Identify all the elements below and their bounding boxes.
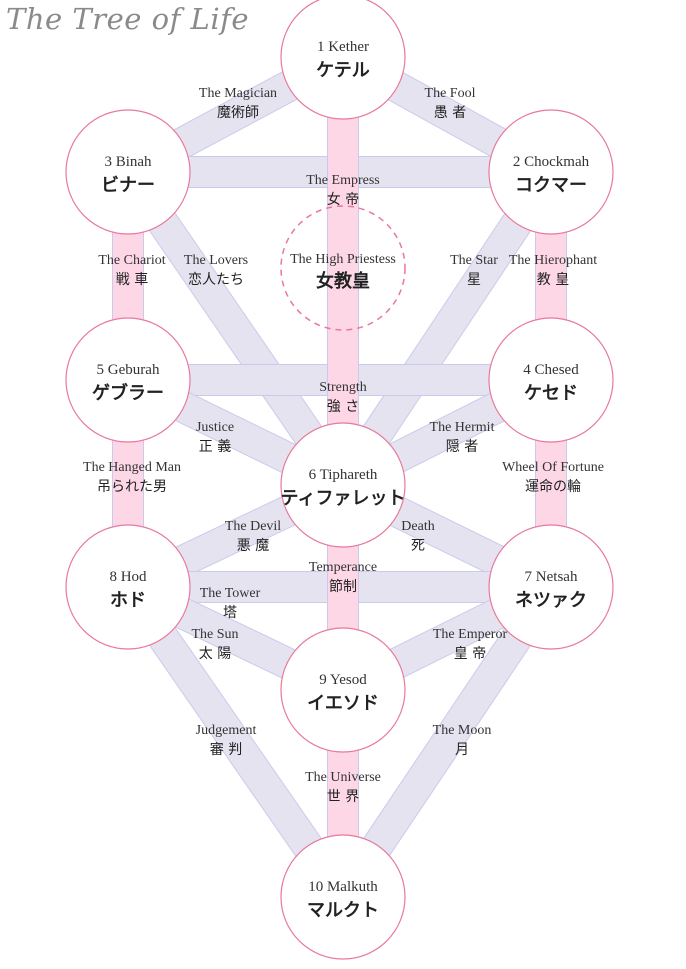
sephirah-jp-chockmah: コクマー xyxy=(515,175,587,196)
path-jp-label-the-emperor: 皇 帝 xyxy=(454,646,486,662)
path-card-label-the-high-priestess: The High Priestess xyxy=(290,252,396,267)
path-the-star xyxy=(330,163,564,494)
sephirah-circle-netsah xyxy=(488,524,614,650)
path-jp-label-the-devil: 悪 魔 xyxy=(237,538,269,554)
path-card-label-judgement: Judgement xyxy=(196,723,257,738)
path-card-label-the-hierophant: The Hierophant xyxy=(509,253,597,268)
sephirah-jp-kether: ケテル xyxy=(316,60,370,81)
path-card-label-death: Death xyxy=(401,519,434,534)
path-card-label-the-star: The Star xyxy=(450,253,498,268)
path-judgement xyxy=(115,578,356,906)
path-jp-label-the-moon: 月 xyxy=(455,742,469,758)
sephirah-circle-binah xyxy=(65,109,191,235)
sephirah-label-malkuth: 10 Malkuth xyxy=(308,879,378,895)
path-jp-label-the-star: 星 xyxy=(467,272,481,288)
path-jp-label-the-high-priestess: 女教皇 xyxy=(316,270,370,292)
sephirah-circle-tiphareth xyxy=(280,422,406,548)
sephirah-label-kether: 1 Kether xyxy=(317,39,369,55)
path-card-label-the-chariot: The Chariot xyxy=(98,253,165,268)
sephirah-label-chesed: 4 Chesed xyxy=(523,362,579,378)
sephirah-jp-binah: ビナー xyxy=(101,175,155,196)
sephirah-jp-malkuth: マルクト xyxy=(307,900,379,921)
path-the-lovers xyxy=(115,163,356,494)
sephirah-label-tiphareth: 6 Tiphareth xyxy=(309,467,378,483)
path-card-label-the-devil: The Devil xyxy=(225,519,281,534)
sephirah-circle-geburah xyxy=(65,317,191,443)
daath-dashed-circle xyxy=(280,205,406,331)
path-card-label-temperance: Temperance xyxy=(309,560,377,575)
path-jp-label-the-hanged-man: 吊られた男 xyxy=(97,479,167,495)
path-jp-label-the-hierophant: 教 皇 xyxy=(537,272,569,288)
path-jp-label-strength: 強 さ xyxy=(327,399,359,415)
sephirah-label-netsah: 7 Netsah xyxy=(525,569,578,585)
path-card-label-justice: Justice xyxy=(196,420,234,435)
sephirah-circle-chesed xyxy=(488,317,614,443)
path-jp-label-death: 死 xyxy=(411,538,425,554)
path-jp-label-the-hermit: 隠 者 xyxy=(446,439,478,455)
sephirah-label-yesod: 9 Yesod xyxy=(319,672,367,688)
sephirah-jp-hod: ホド xyxy=(110,590,146,611)
sephirah-jp-yesod: イエソド xyxy=(307,693,379,714)
sephirah-label-geburah: 5 Geburah xyxy=(97,362,160,378)
path-card-label-the-sun: The Sun xyxy=(191,627,238,642)
diagram-title: The Tree of Life xyxy=(6,2,249,36)
path-card-label-strength: Strength xyxy=(319,380,366,395)
path-card-label-the-emperor: The Emperor xyxy=(433,627,508,642)
sephirah-circle-yesod xyxy=(280,627,406,753)
sephirah-label-hod: 8 Hod xyxy=(109,569,147,585)
sephirah-jp-chesed: ケセド xyxy=(524,383,578,404)
path-card-label-the-hanged-man: The Hanged Man xyxy=(83,460,181,475)
path-jp-label-the-sun: 太 陽 xyxy=(199,646,231,662)
sephirah-jp-netsah: ネツァク xyxy=(515,590,587,611)
path-jp-label-the-chariot: 戦 車 xyxy=(116,271,148,288)
path-card-label-the-moon: The Moon xyxy=(433,723,492,738)
path-jp-label-the-empress: 女 帝 xyxy=(327,191,359,208)
path-jp-label-the-tower: 塔 xyxy=(223,605,237,621)
path-jp-label-the-fool: 愚 者 xyxy=(434,105,466,121)
sephirah-circle-malkuth xyxy=(280,834,406,960)
sephirah-circle-kether xyxy=(280,0,406,120)
path-card-label-the-empress: The Empress xyxy=(306,173,379,188)
sephirah-label-binah: 3 Binah xyxy=(104,154,152,170)
sephirah-circle-hod xyxy=(65,524,191,650)
path-jp-label-temperance: 節制 xyxy=(329,578,357,595)
path-card-label-the-magician: The Magician xyxy=(199,86,277,101)
path-card-label-the-lovers: The Lovers xyxy=(184,253,248,268)
path-card-label-the-fool: The Fool xyxy=(425,86,476,101)
path-jp-label-wheel-of-fortune: 運命の輪 xyxy=(525,478,581,495)
path-jp-label-justice: 正 義 xyxy=(199,438,231,455)
path-jp-label-the-magician: 魔術師 xyxy=(217,105,259,121)
sephirah-jp-geburah: ゲブラー xyxy=(92,382,164,404)
path-card-label-the-hermit: The Hermit xyxy=(430,420,495,435)
sephirah-jp-tiphareth: ティファレット xyxy=(281,488,406,509)
path-card-label-the-tower: The Tower xyxy=(200,586,261,601)
path-jp-label-the-universe: 世 界 xyxy=(327,789,359,805)
path-card-label-wheel-of-fortune: Wheel Of Fortune xyxy=(502,460,604,475)
sephirah-circle-chockmah xyxy=(488,109,614,235)
path-jp-label-judgement: 審 判 xyxy=(210,742,242,758)
path-card-label-the-universe: The Universe xyxy=(305,770,381,785)
path-jp-label-the-lovers: 恋人たち xyxy=(188,271,244,288)
sephirah-label-chockmah: 2 Chockmah xyxy=(513,154,590,170)
